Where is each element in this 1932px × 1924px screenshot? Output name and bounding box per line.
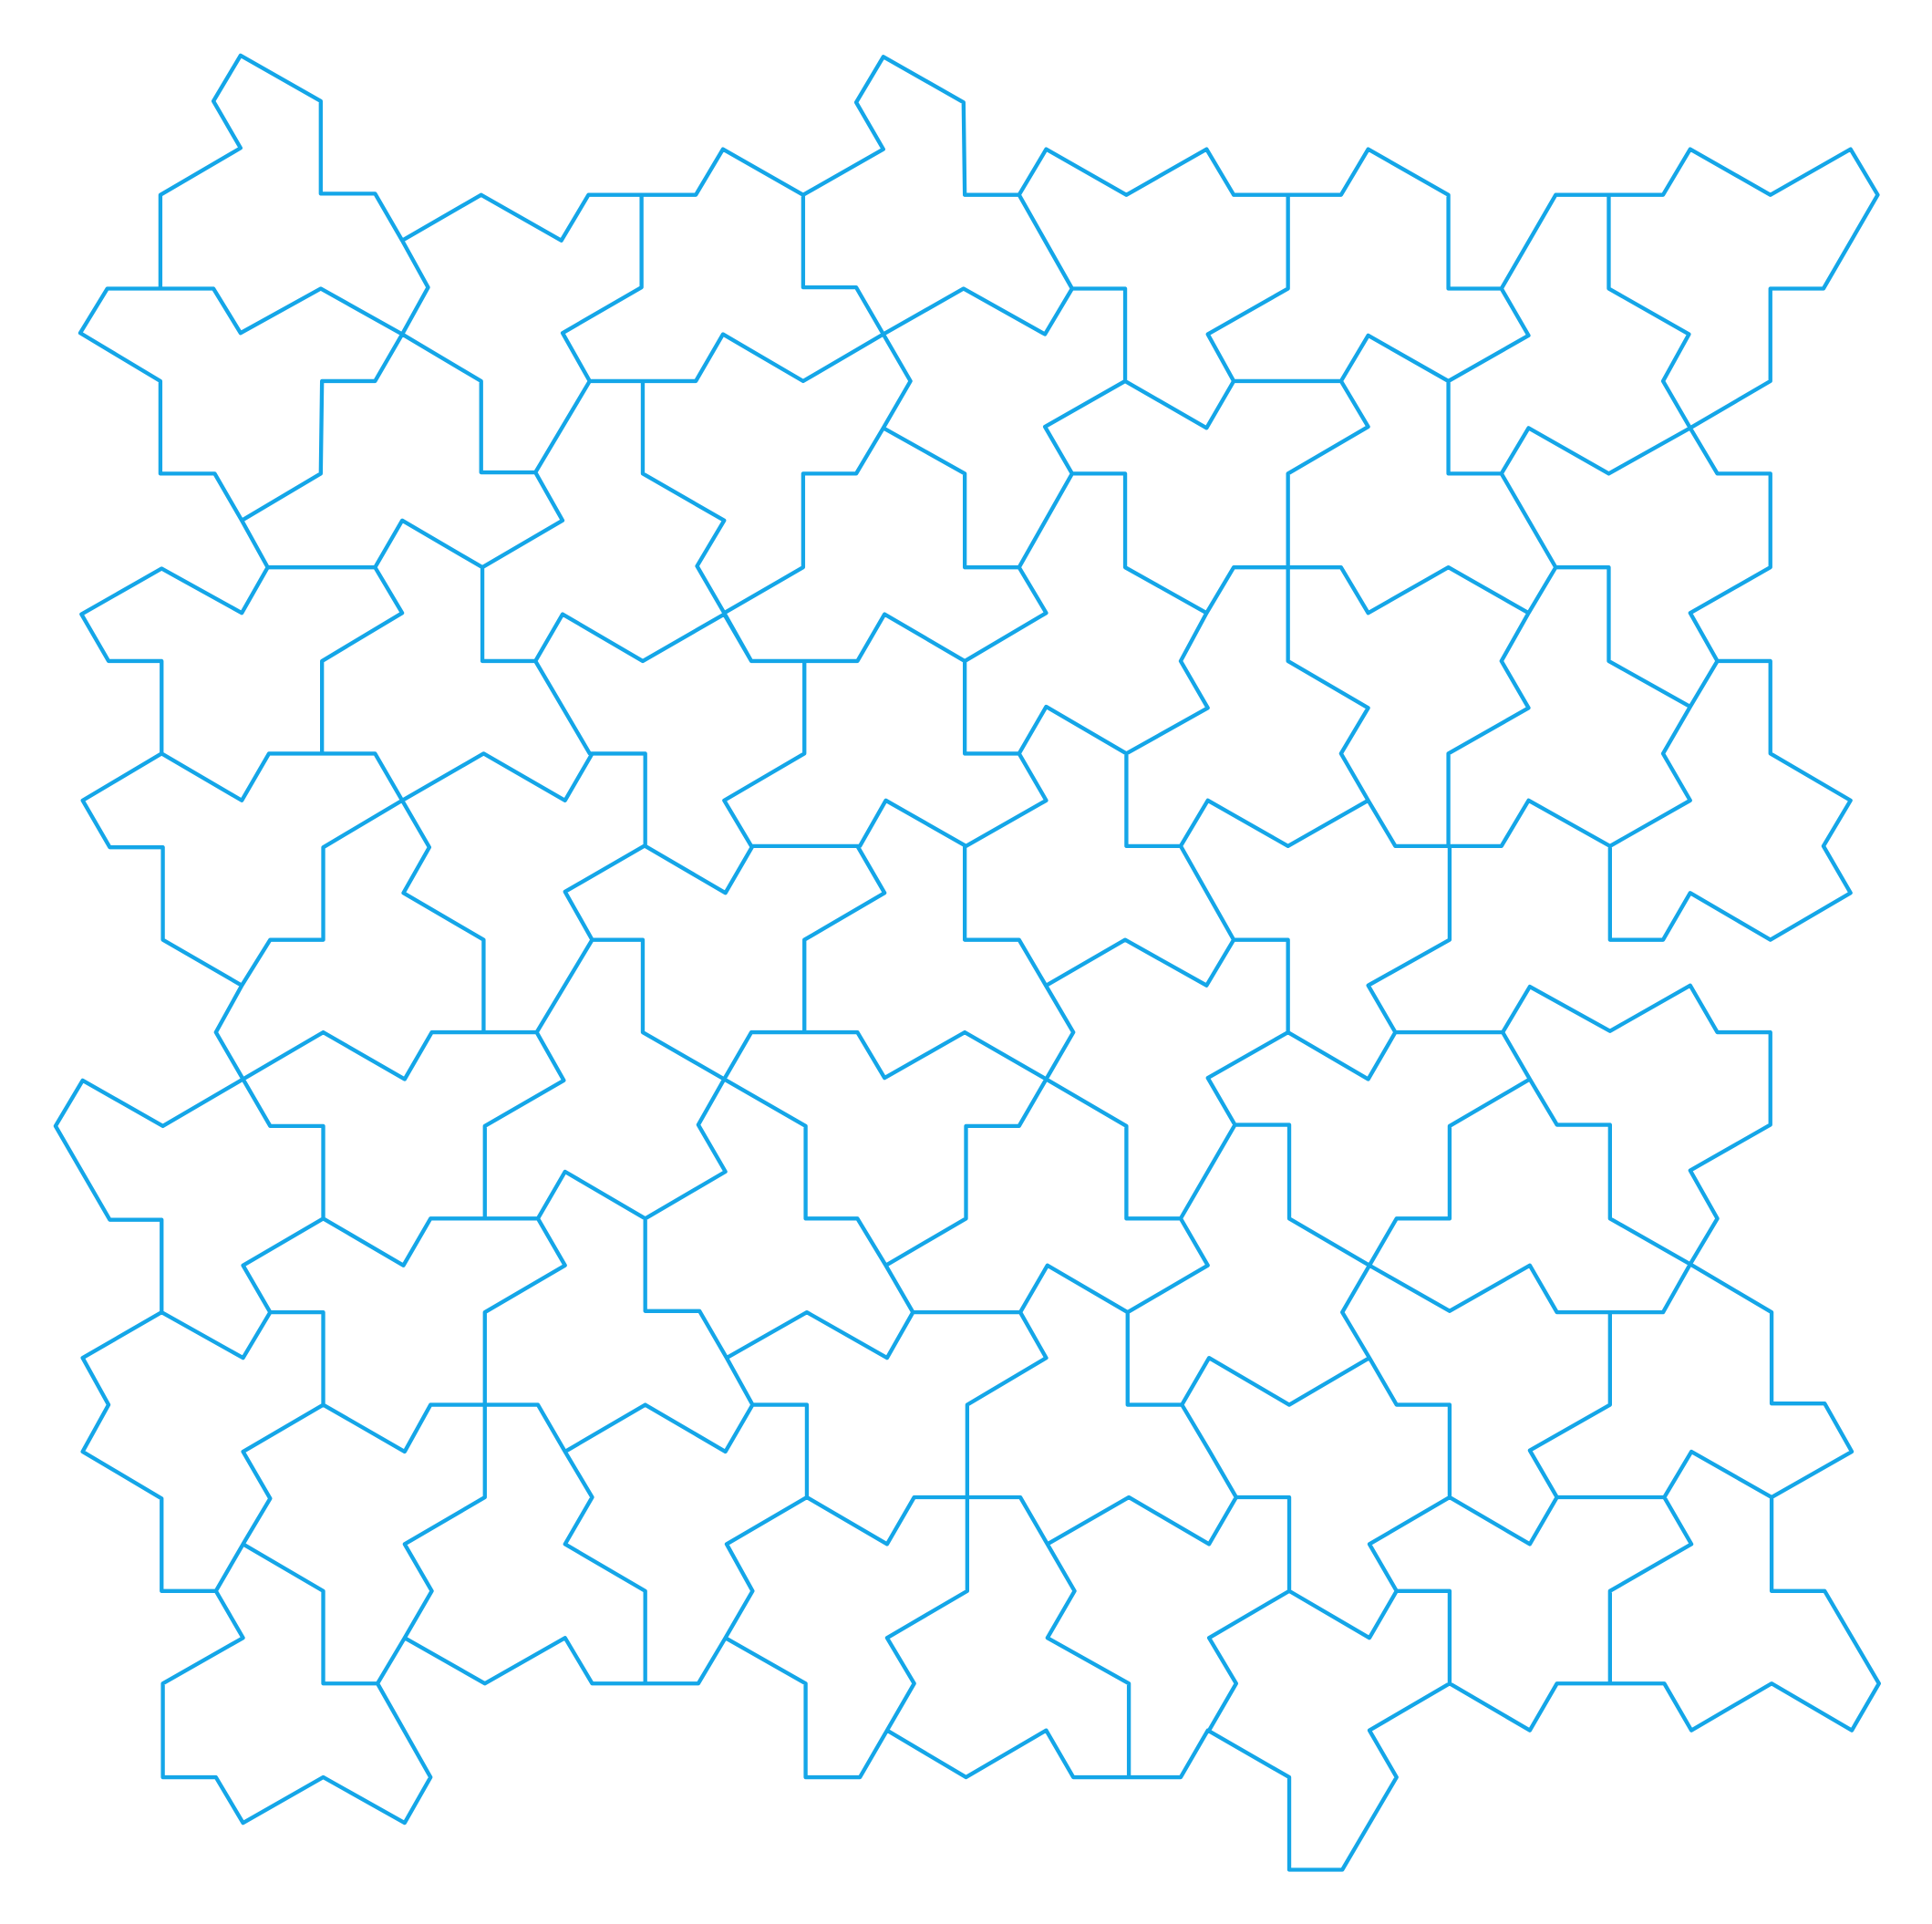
tile-outline	[53, 53, 1881, 1872]
tile-edges-group	[53, 53, 1881, 1872]
